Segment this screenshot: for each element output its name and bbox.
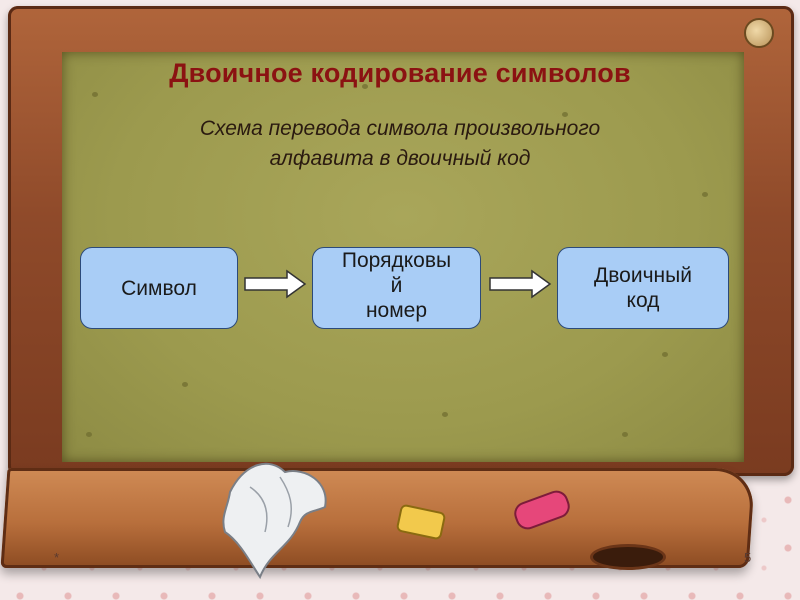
shelf-hole (590, 544, 666, 570)
footer-mark: * (54, 550, 60, 565)
diagram-node-binary: Двоичный код (557, 247, 729, 329)
subtitle-text: Схема перевода символа произвольного алф… (199, 117, 601, 170)
diagram-node-ordinal: Порядковы й номер (312, 247, 481, 329)
nail-icon (744, 18, 774, 48)
diagram-node-symbol: Символ (80, 247, 238, 329)
node-label: Двоичный код (594, 264, 692, 312)
arrow-right-icon (489, 269, 552, 299)
slide-title: Двоичное кодирование символов (169, 58, 631, 88)
node-label: Символ (121, 276, 197, 300)
arrow-right-icon (244, 269, 307, 299)
node-label: Порядковы й номер (341, 249, 452, 322)
cloth-rag-icon (222, 462, 327, 580)
page-number: 5 (744, 550, 752, 565)
slide-subtitle: Схема перевода символа произвольного алф… (130, 114, 670, 174)
